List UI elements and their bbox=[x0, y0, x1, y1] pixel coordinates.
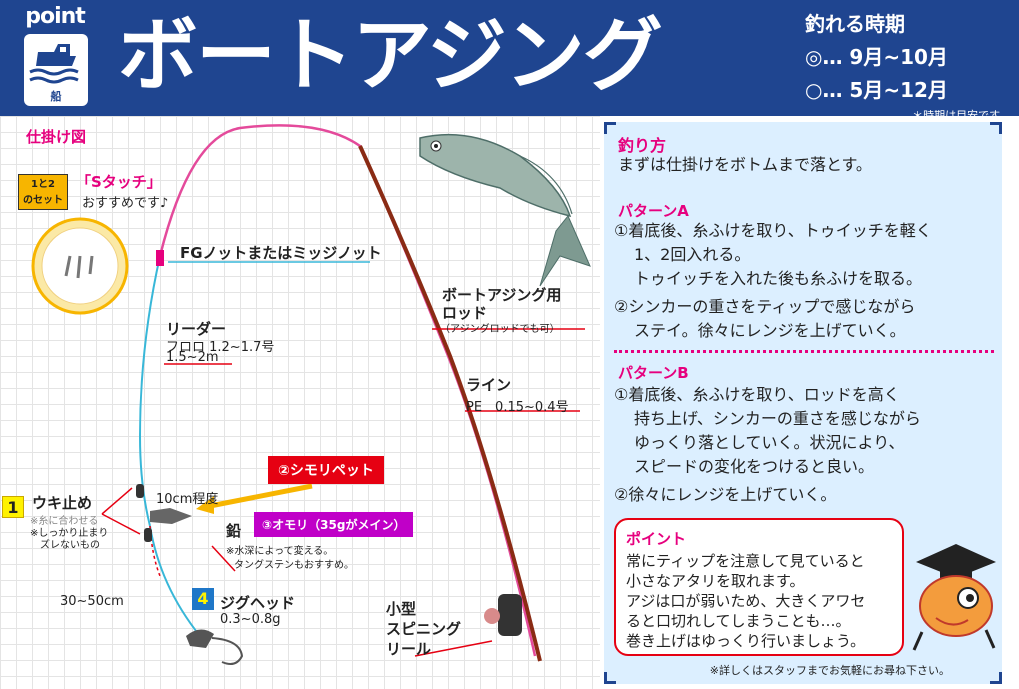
rod-title2: ロッド bbox=[442, 304, 488, 322]
rig-diagram: 仕掛け図 1と2 のセット 「Sタッチ」 おすすめです♪ FGノットまたはミッジ… bbox=[0, 116, 600, 689]
season-title: 釣れる時期 bbox=[805, 12, 905, 36]
jig-head-label: ジグヘッド bbox=[220, 594, 296, 612]
season-info: 釣れる時期 ◎… 9月~10月 ○… 5月~12月 ＊時期は目安です。 bbox=[805, 8, 1010, 123]
set-badge: 1と2 のセット bbox=[18, 174, 68, 210]
pattern-b-title: パターンB bbox=[618, 364, 689, 382]
pattern-a-line3: トゥイッチを入れた後も糸ふけを取る。 bbox=[634, 269, 923, 288]
float-stop-label: ウキ止め bbox=[32, 494, 93, 512]
s-touch-recommend: おすすめです♪ bbox=[82, 196, 169, 211]
reel-body bbox=[498, 594, 522, 636]
reel-label-line2: スピニング bbox=[386, 620, 462, 638]
rod-title: ボートアジング用 bbox=[442, 286, 562, 304]
point-line5: 巻き上げはゆっくり行いましょう。 bbox=[626, 632, 866, 650]
line-spec: PE 0.15~0.4号 bbox=[466, 400, 569, 415]
point-brand: point bbox=[25, 4, 86, 29]
pattern-b-line4: スピードの変化をつけると良い。 bbox=[634, 457, 875, 476]
float-stop-number: 1 bbox=[2, 496, 24, 518]
pattern-a-line5: ステイ。徐々にレンジを上げていく。 bbox=[634, 321, 906, 340]
pattern-a-line2: 1、2回入れる。 bbox=[634, 245, 751, 264]
corner-tl bbox=[604, 122, 616, 134]
corner-bl bbox=[604, 672, 616, 684]
shimori-tag: ②シモリペット bbox=[268, 456, 384, 484]
float-stop-note3: ズレないもの bbox=[40, 540, 100, 551]
float-stop-upper bbox=[136, 484, 144, 498]
boat-label: 船 bbox=[50, 90, 62, 103]
point-callout: ポイント 常にティップを注意して見ていると 小さなアタリを取れます。 アジは口が… bbox=[614, 518, 904, 656]
sinker-shape bbox=[150, 508, 192, 524]
professor-fish-mascot bbox=[912, 544, 996, 651]
method-title: 釣り方 bbox=[618, 136, 667, 155]
rig-drawing bbox=[31, 124, 591, 665]
float-stop-note1: ※糸に合わせる bbox=[30, 516, 99, 527]
page-title: ボートアジング bbox=[118, 9, 663, 102]
pattern-b-line2: 持ち上げ、シンカーの重さを感じながら bbox=[634, 409, 921, 428]
float-stop-lower bbox=[144, 528, 152, 542]
distance-label: 30~50cm bbox=[60, 594, 124, 609]
horse-mackerel-illustration bbox=[419, 133, 591, 287]
leader-line bbox=[138, 255, 161, 527]
reel-callout bbox=[414, 640, 493, 657]
reel-spool bbox=[484, 608, 500, 624]
reel-label-line3: リール bbox=[386, 640, 432, 658]
boat-drawing bbox=[29, 44, 79, 84]
corner-tr bbox=[990, 122, 1002, 134]
sinker-callout bbox=[211, 545, 236, 572]
jig-line bbox=[149, 525, 201, 637]
line-title: ライン bbox=[466, 376, 512, 394]
fg-knot-label: FGノットまたはミッジノット bbox=[180, 244, 382, 262]
method-text: まずは仕掛けをボトムまで落とす。 bbox=[618, 155, 872, 174]
pattern-a-line4: ②シンカーの重さをティップで感じながら bbox=[614, 297, 916, 316]
pattern-b-line5: ②徐々にレンジを上げていく。 bbox=[614, 485, 837, 504]
season-best: ◎… 9月~10月 bbox=[805, 45, 948, 69]
rod-note: （アジングロッドでも可） bbox=[440, 324, 560, 335]
fishing-method-panel: 釣り方 まずは仕掛けをボトムまで落とす。 パターンA ①着底後、糸ふけを取り、ト… bbox=[604, 122, 1002, 684]
shimori-arrow bbox=[209, 483, 313, 509]
reel-label-line1: 小型 bbox=[386, 600, 417, 618]
season-note: ＊時期は目安です。 bbox=[912, 109, 1010, 122]
rod-blank bbox=[358, 145, 542, 662]
corner-br bbox=[990, 672, 1002, 684]
season-good: ○… 5月~12月 bbox=[805, 78, 948, 102]
header-banner: point 船 ボートアジング 釣れる時期 ◎… 9月~10月 ○… 5月~12… bbox=[0, 0, 1019, 122]
omori-tag: ③オモリ（35gがメイン） bbox=[254, 512, 414, 537]
point-logo: point 船 bbox=[10, 4, 100, 108]
footer-note: ※詳しくはスタッフまでお気軽にお尋ね下さい。 bbox=[709, 664, 950, 677]
float-stop-callout bbox=[101, 487, 141, 535]
point-line1: 常にティップを注意して見ていると bbox=[626, 552, 865, 570]
diagram-title: 仕掛け図 bbox=[26, 128, 87, 146]
set-badge-line1: 1と2 bbox=[31, 179, 55, 190]
pattern-a-title: パターンA bbox=[618, 202, 689, 220]
pattern-b-line1: ①着底後、糸ふけを取り、ロッドを高く bbox=[614, 385, 900, 404]
sinker-note2: タングステンもおすすめ。 bbox=[234, 560, 354, 571]
pattern-b-line3: ゆっくり落としていく。状況により、 bbox=[634, 433, 905, 452]
fg-knot-mark bbox=[156, 250, 164, 266]
jig-hook bbox=[211, 637, 244, 665]
jig-head-weight: 0.3~0.8g bbox=[220, 612, 281, 627]
section-divider bbox=[614, 350, 994, 353]
shimori-arrow-head bbox=[196, 496, 214, 514]
jig-head-shape bbox=[186, 629, 214, 648]
jig-head-number: 4 bbox=[192, 588, 214, 610]
point-line2: 小さなアタリを取れます。 bbox=[626, 572, 805, 590]
point-title: ポイント bbox=[626, 530, 687, 548]
leader-title: リーダー bbox=[166, 320, 227, 338]
float-stop-note2: ※しっかり止まり bbox=[30, 528, 109, 539]
sinker-note1: ※水深によって変える。 bbox=[226, 546, 334, 557]
pattern-a-line1: ①着底後、糸ふけを取り、トゥイッチを軽く bbox=[614, 221, 932, 240]
boat-icon: 船 bbox=[24, 34, 88, 106]
ten-cm-label: 10cm程度 bbox=[156, 492, 219, 507]
sinker-label: 鉛 bbox=[226, 522, 242, 540]
point-line4: ると口切れしてしまうことも…。 bbox=[626, 612, 851, 630]
s-touch-name: 「Sタッチ」 bbox=[76, 173, 162, 191]
point-line3: アジは口が弱いため、大きくアワセ bbox=[626, 592, 866, 610]
leader-length: 1.5~2m bbox=[166, 350, 219, 365]
leader-spec: フロロ 1.2~1.7号 bbox=[166, 340, 275, 355]
set-badge-line2: のセット bbox=[23, 195, 63, 206]
